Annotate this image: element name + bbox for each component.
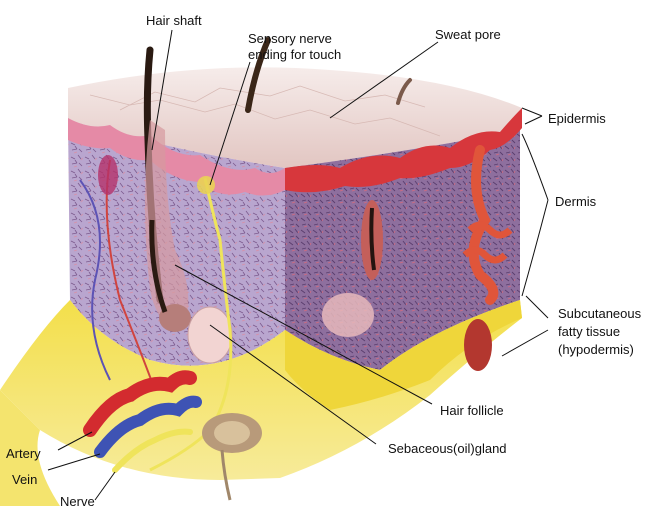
label-vein: Vein [12,472,37,487]
label-dermis: Dermis [555,194,596,209]
label-subcutaneous-line2: fatty tissue [558,324,620,339]
label-hair-shaft: Hair shaft [146,13,202,28]
label-sweat-pore: Sweat pore [435,27,501,42]
label-subcutaneous-line3: (hypodermis) [558,342,634,357]
label-subcutaneous-line1: Subcutaneous [558,306,641,321]
label-epidermis: Epidermis [548,111,606,126]
label-nerve: Nerve [60,494,95,509]
label-hair-follicle: Hair follicle [440,403,504,418]
label-sensory-nerve-line1: Sensory nerve [248,31,332,46]
label-sensory-nerve-line2: ending for touch [248,47,341,62]
sebaceous-gland [188,307,232,363]
label-artery: Artery [6,446,41,461]
label-sebaceous-gland: Sebaceous(oil)gland [388,441,507,456]
